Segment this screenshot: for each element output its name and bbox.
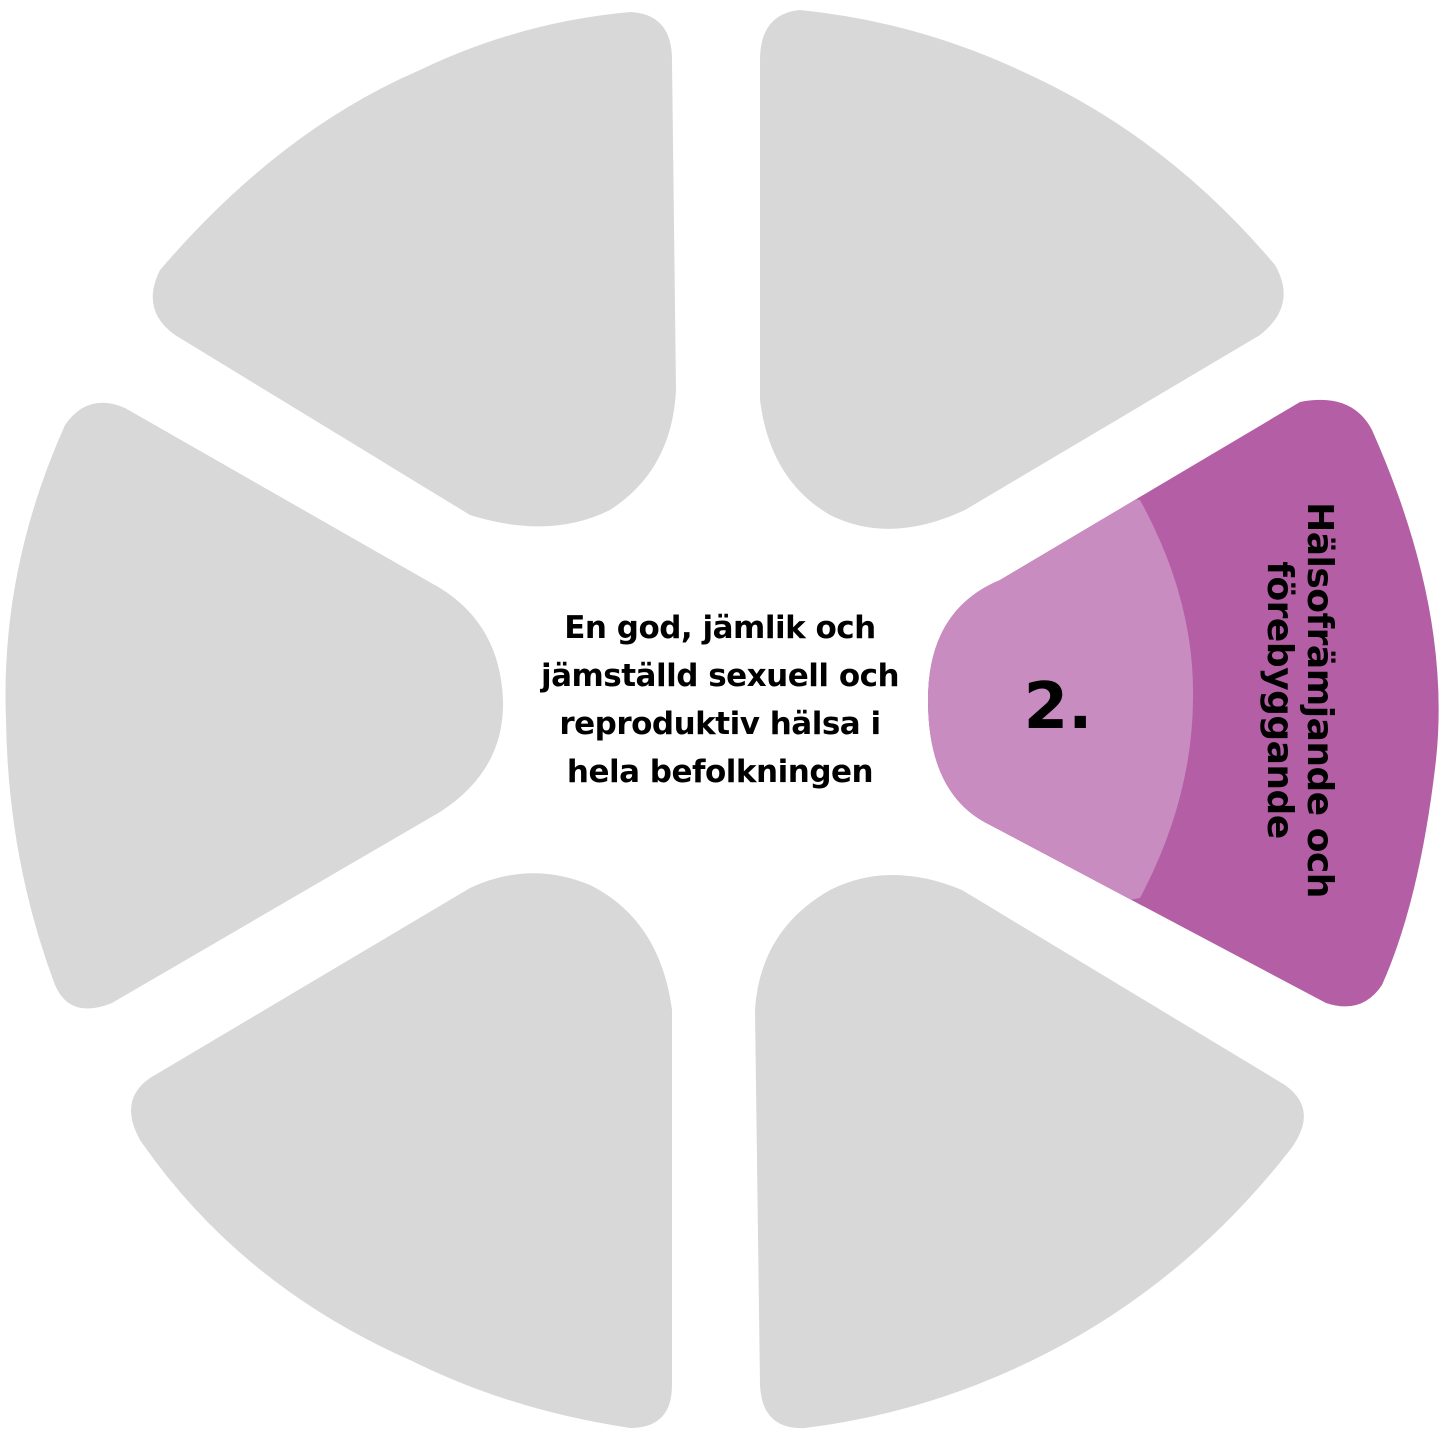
center-title-line-2: jämställd sexuell och (540, 658, 900, 694)
segment-label-line-2: förebyggande (1259, 561, 1300, 838)
segment-top-right[interactable] (760, 10, 1284, 529)
segment-top-left[interactable] (152, 12, 676, 527)
segment-label-line-1: Hälsofrämjande och (1299, 502, 1340, 898)
segment-number: 2. (1024, 670, 1093, 744)
center-title: En god, jämlik och jämställd sexuell och… (520, 604, 920, 796)
center-title-line-3: reproduktiv hälsa i (559, 706, 881, 742)
center-title-line-1: En god, jämlik och (564, 610, 876, 646)
segment-left[interactable] (5, 402, 504, 1009)
segment-bottom-right[interactable] (755, 875, 1304, 1429)
center-title-line-4: hela befolkningen (566, 754, 874, 790)
segment-bottom-left[interactable] (131, 873, 672, 1428)
segment-label: Hälsofrämjande och förebyggande (1259, 502, 1340, 898)
